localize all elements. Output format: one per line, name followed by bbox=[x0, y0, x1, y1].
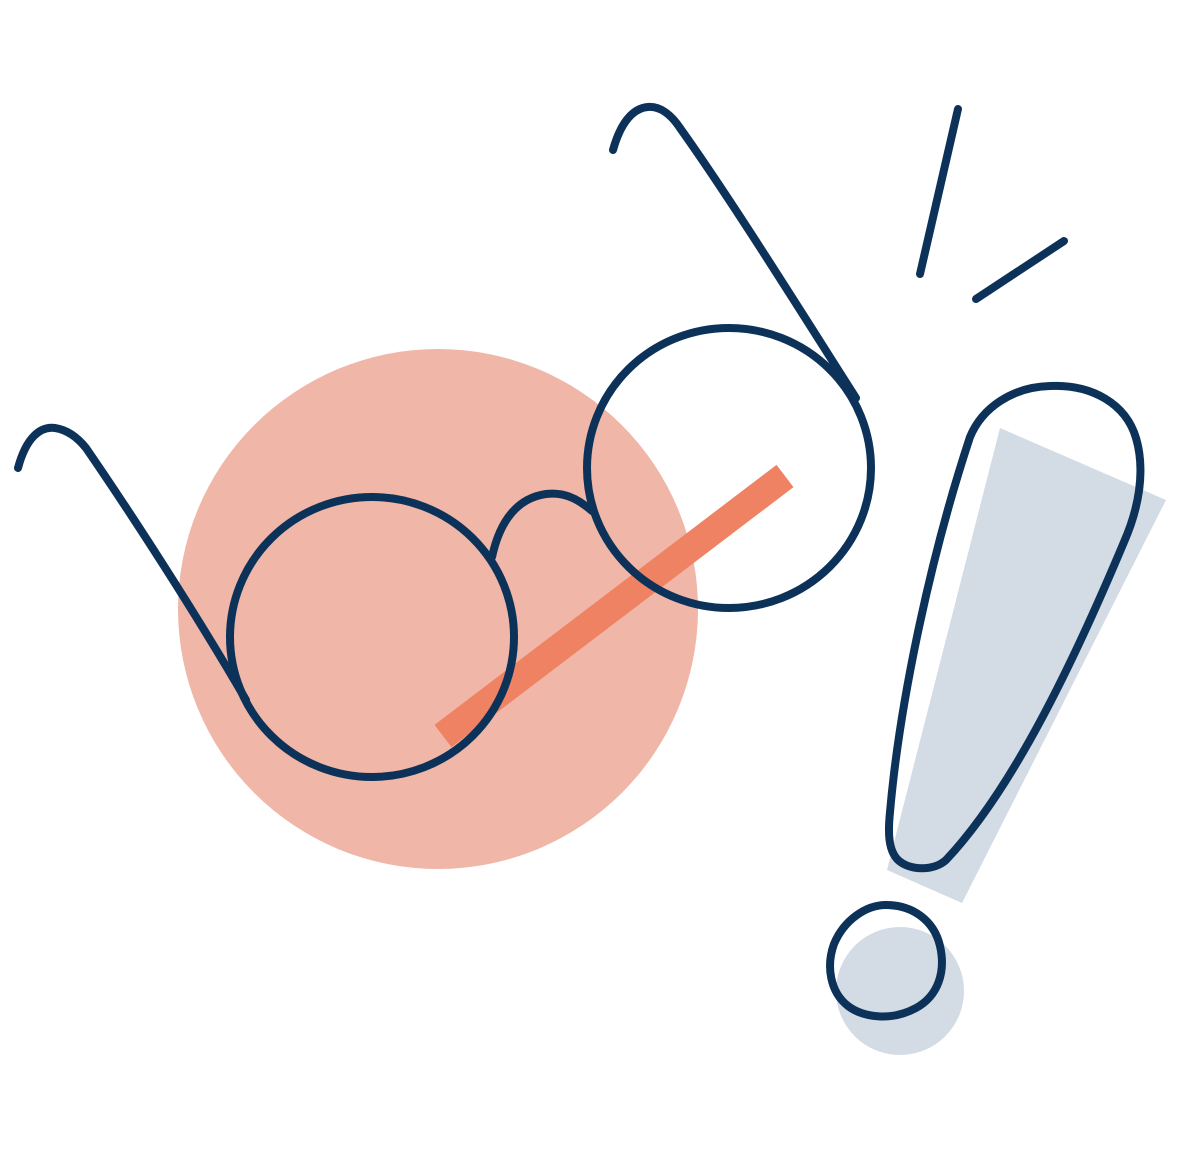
pink-background-circle bbox=[178, 349, 698, 869]
exclamation-dot-shadow bbox=[836, 927, 964, 1055]
emphasis-line-upper bbox=[916, 105, 962, 278]
emphasis-line-lower bbox=[972, 237, 1068, 303]
exclamation-bar-shadow bbox=[887, 428, 1166, 903]
glasses-left-lens bbox=[226, 493, 518, 781]
glasses-right-temple bbox=[609, 102, 860, 402]
exclamation-dot-outline bbox=[826, 901, 946, 1021]
glasses-right-lens bbox=[583, 324, 875, 612]
glasses-bridge bbox=[488, 489, 596, 561]
exclamation-bar-outline bbox=[885, 381, 1145, 873]
glasses-left-temple bbox=[14, 423, 250, 704]
